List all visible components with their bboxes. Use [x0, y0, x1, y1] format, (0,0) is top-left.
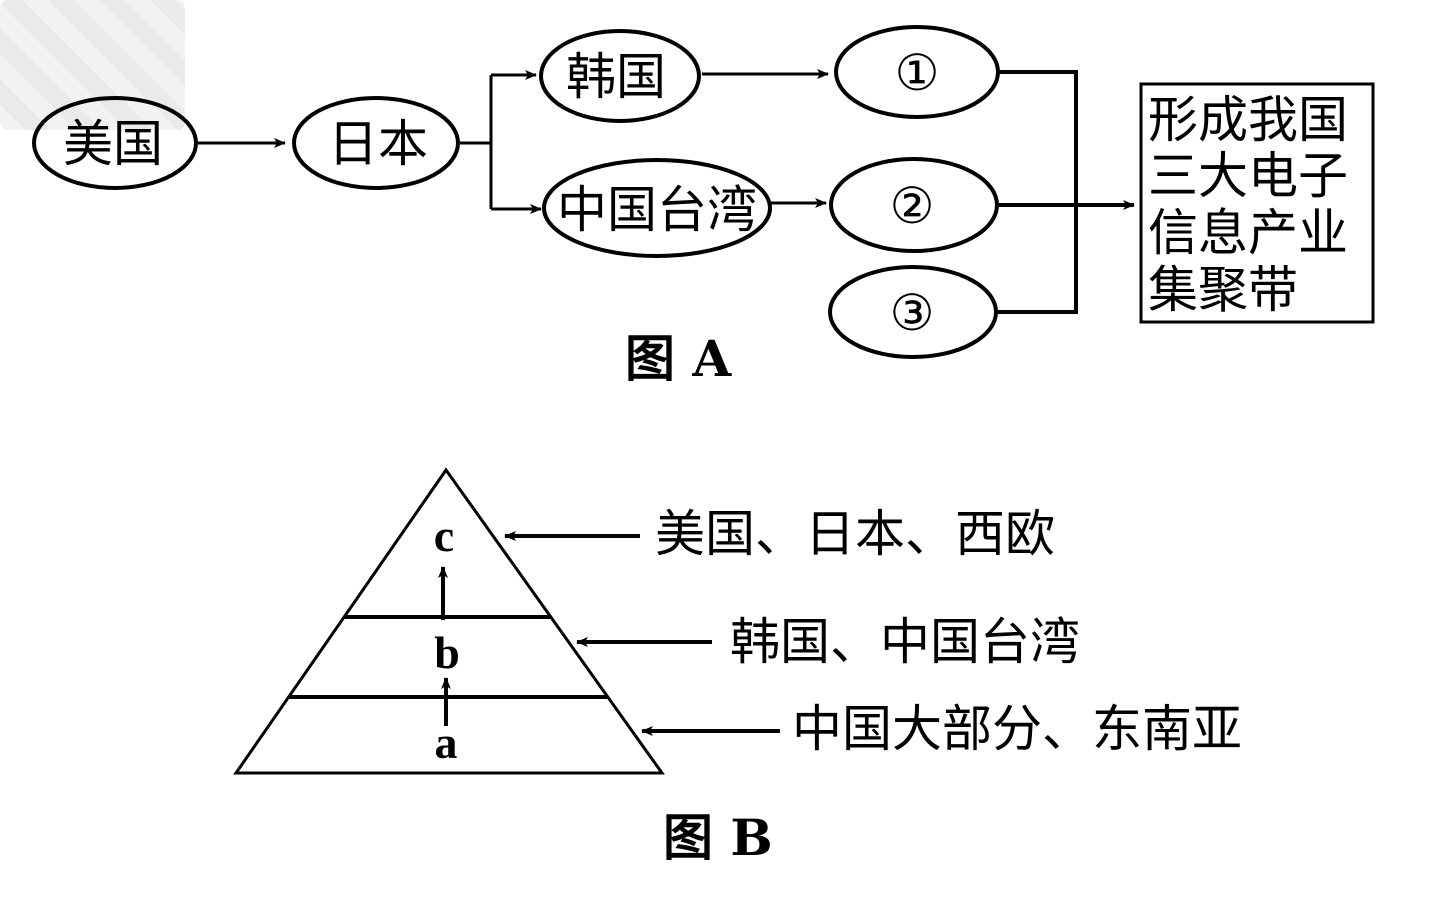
result-line-1: 形成我国	[1148, 91, 1348, 149]
watermark	[0, 0, 185, 130]
node-3	[828, 265, 998, 359]
level-label-b: b	[434, 627, 460, 678]
label-korea: 韩国	[566, 48, 666, 106]
caption-figure-b: 图 B	[663, 808, 773, 867]
label-japan: 日本	[328, 115, 428, 173]
node-1	[834, 25, 1000, 119]
result-line-4: 集聚带	[1148, 261, 1298, 319]
figure-b	[233, 467, 780, 775]
node-usa	[32, 96, 198, 190]
label-taiwan: 中国台湾	[557, 181, 757, 239]
node-japan	[292, 96, 460, 190]
level-label-a: a	[435, 717, 458, 768]
label-node-3: ③	[890, 284, 935, 342]
figure-a	[32, 25, 1375, 359]
regions-b: 韩国、中国台湾	[730, 613, 1080, 671]
result-line-2: 三大电子	[1148, 147, 1348, 205]
result-line-3: 信息产业	[1148, 204, 1348, 262]
level-label-c: c	[434, 510, 454, 561]
label-node-1: ①	[895, 44, 940, 102]
result-box	[1139, 82, 1375, 324]
regions-c: 美国、日本、西欧	[655, 505, 1055, 563]
node-korea	[539, 29, 701, 123]
regions-a: 中国大部分、东南亚	[792, 700, 1242, 758]
pyramid	[233, 467, 665, 775]
label-usa: 美国	[63, 115, 163, 173]
figure-b-labels: c b a 美国、日本、西欧 韩国、中国台湾 中国大部分、东南亚 图 B	[434, 505, 1242, 867]
label-node-2: ②	[890, 177, 935, 235]
caption-figure-a: 图 A	[625, 329, 732, 388]
merge-connector	[997, 70, 1078, 314]
node-taiwan	[542, 158, 772, 258]
figure-a-labels: 美国 日本 韩国 中国台湾 ① ② ③ 形成我国 三大电子 信息产业 集聚带 图…	[63, 44, 1348, 388]
